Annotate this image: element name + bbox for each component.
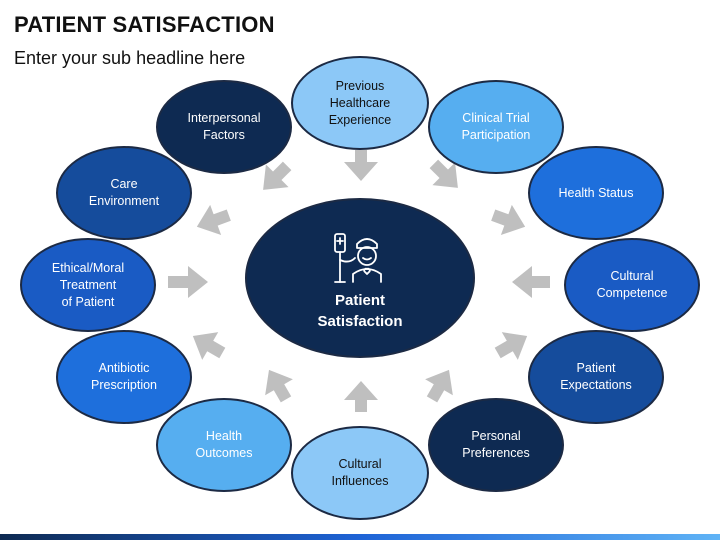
arrow-from-health-status (491, 204, 526, 235)
footer-bar (0, 534, 720, 540)
node-label: Care Environment (88, 177, 160, 208)
node-label: Health Outcomes (195, 429, 253, 460)
node-health-outcomes: Health Outcomes (156, 398, 292, 492)
node-label: Cultural Influences (331, 457, 389, 488)
node-label: Interpersonal Factors (187, 111, 261, 142)
node-label: Health Status (558, 185, 634, 200)
page-title: PATIENT SATISFACTION (14, 12, 275, 37)
node-antibiotic-prescription: Antibiotic Prescription (56, 330, 192, 424)
node-health-status: Health Status (528, 146, 664, 240)
patient-icon (334, 233, 382, 283)
node-label: Clinical Trial Participation (461, 111, 531, 142)
arrow-from-antibiotic-prescription (192, 332, 226, 360)
node-label: Ethical/Moral Treatment of Patient (51, 260, 125, 309)
node-previous-healthcare-experience: Previous Healthcare Experience (291, 56, 429, 150)
arrow-from-personal-preferences (425, 369, 453, 403)
arrow-from-patient-expectations (494, 332, 528, 360)
center-node: Patient Satisfaction (245, 198, 475, 358)
page-subtitle: Enter your sub headline here (14, 48, 246, 68)
node-patient-expectations: Patient Expectations (528, 330, 664, 424)
node-cultural-influences: Cultural Influences (291, 426, 429, 520)
node-label: Cultural Competence (596, 269, 668, 300)
node-clinical-trial-participation: Clinical Trial Participation (428, 80, 564, 174)
node-label: Antibiotic Prescription (91, 361, 157, 392)
node-label: Patient Expectations (560, 361, 632, 392)
node-interpersonal-factors: Interpersonal Factors (156, 80, 292, 174)
arrow-from-health-outcomes (265, 369, 293, 403)
node-label: Personal Preferences (462, 429, 530, 460)
center-label: Patient Satisfaction (317, 292, 403, 330)
node-personal-preferences: Personal Preferences (428, 398, 564, 492)
node-cultural-competence: Cultural Competence (564, 238, 700, 332)
node-ethical-moral-treatment: Ethical/Moral Treatment of Patient (20, 238, 156, 332)
arrow-from-care-environment (196, 204, 231, 235)
node-label: Previous Healthcare Experience (328, 78, 392, 127)
node-care-environment: Care Environment (56, 146, 192, 240)
arrow-from-ethical-moral (168, 266, 208, 298)
arrow-from-previous-healthcare (344, 150, 378, 181)
arrow-from-cultural-influences (344, 381, 378, 412)
arrow-from-cultural-competence (512, 266, 550, 298)
